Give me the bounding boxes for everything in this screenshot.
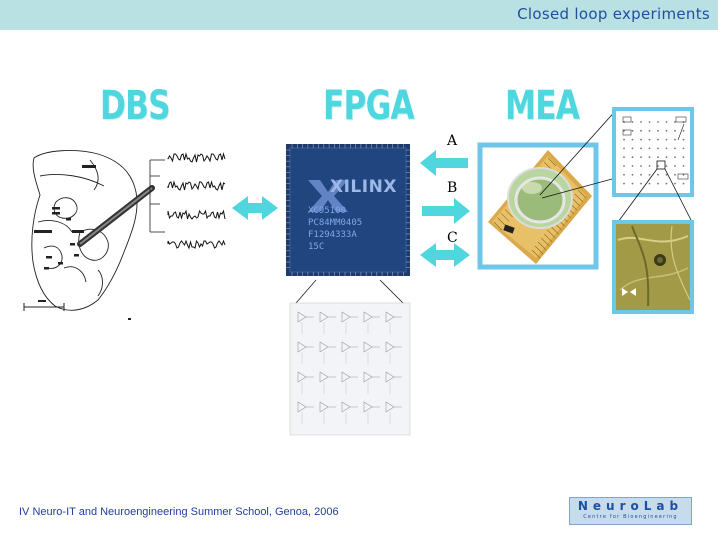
neuron-micrograph: [612, 220, 694, 314]
spike-trace: [167, 152, 226, 163]
brain-labels: [34, 165, 96, 270]
arrow-b-right: [422, 198, 470, 224]
label-a: A: [447, 133, 458, 149]
neural-traces: [167, 152, 226, 250]
double-arrow-dbs-fpga: [232, 196, 278, 220]
scale-bar: [23, 300, 131, 320]
label-b: B: [447, 180, 458, 196]
logo-main-text: NeuroLab: [577, 499, 684, 513]
chip-brand-label: XILINX: [330, 177, 397, 197]
slide-title: Closed loop experiments: [517, 5, 710, 23]
heading-fpga: FPGA: [323, 83, 415, 129]
electrode-grid-image: [612, 107, 694, 197]
heading-dbs: DBS: [100, 83, 171, 129]
fpga-schematic: [289, 279, 411, 436]
header-bar: [0, 0, 718, 30]
spike-trace: [167, 180, 226, 191]
chip-markings: XC95100 PC84MM0405 F1294333A 15C: [308, 205, 362, 253]
chip-line: PC84MM0405: [308, 218, 363, 228]
heading-mea: MEA: [505, 83, 580, 129]
arrow-a-left: [420, 150, 468, 176]
spike-trace: [167, 209, 226, 220]
fpga-chip: [286, 144, 410, 276]
brain-atlas-image: [31, 150, 138, 311]
chip-line: 15C: [308, 242, 325, 252]
chip-line: F1294333A: [308, 230, 357, 240]
mea-photo: [477, 142, 599, 270]
neurolab-logo: NeuroLab Centre for Bioengineering: [569, 497, 692, 525]
spike-trace: [167, 239, 226, 250]
footer-text: IV Neuro-IT and Neuroengineering Summer …: [19, 506, 339, 518]
double-arrow-c: [420, 243, 470, 267]
chip-line: XC95100: [308, 206, 346, 216]
dbs-electrode: [77, 159, 165, 247]
label-c: C: [447, 230, 458, 246]
logo-sub-text: Centre for Bioengineering: [583, 514, 678, 520]
